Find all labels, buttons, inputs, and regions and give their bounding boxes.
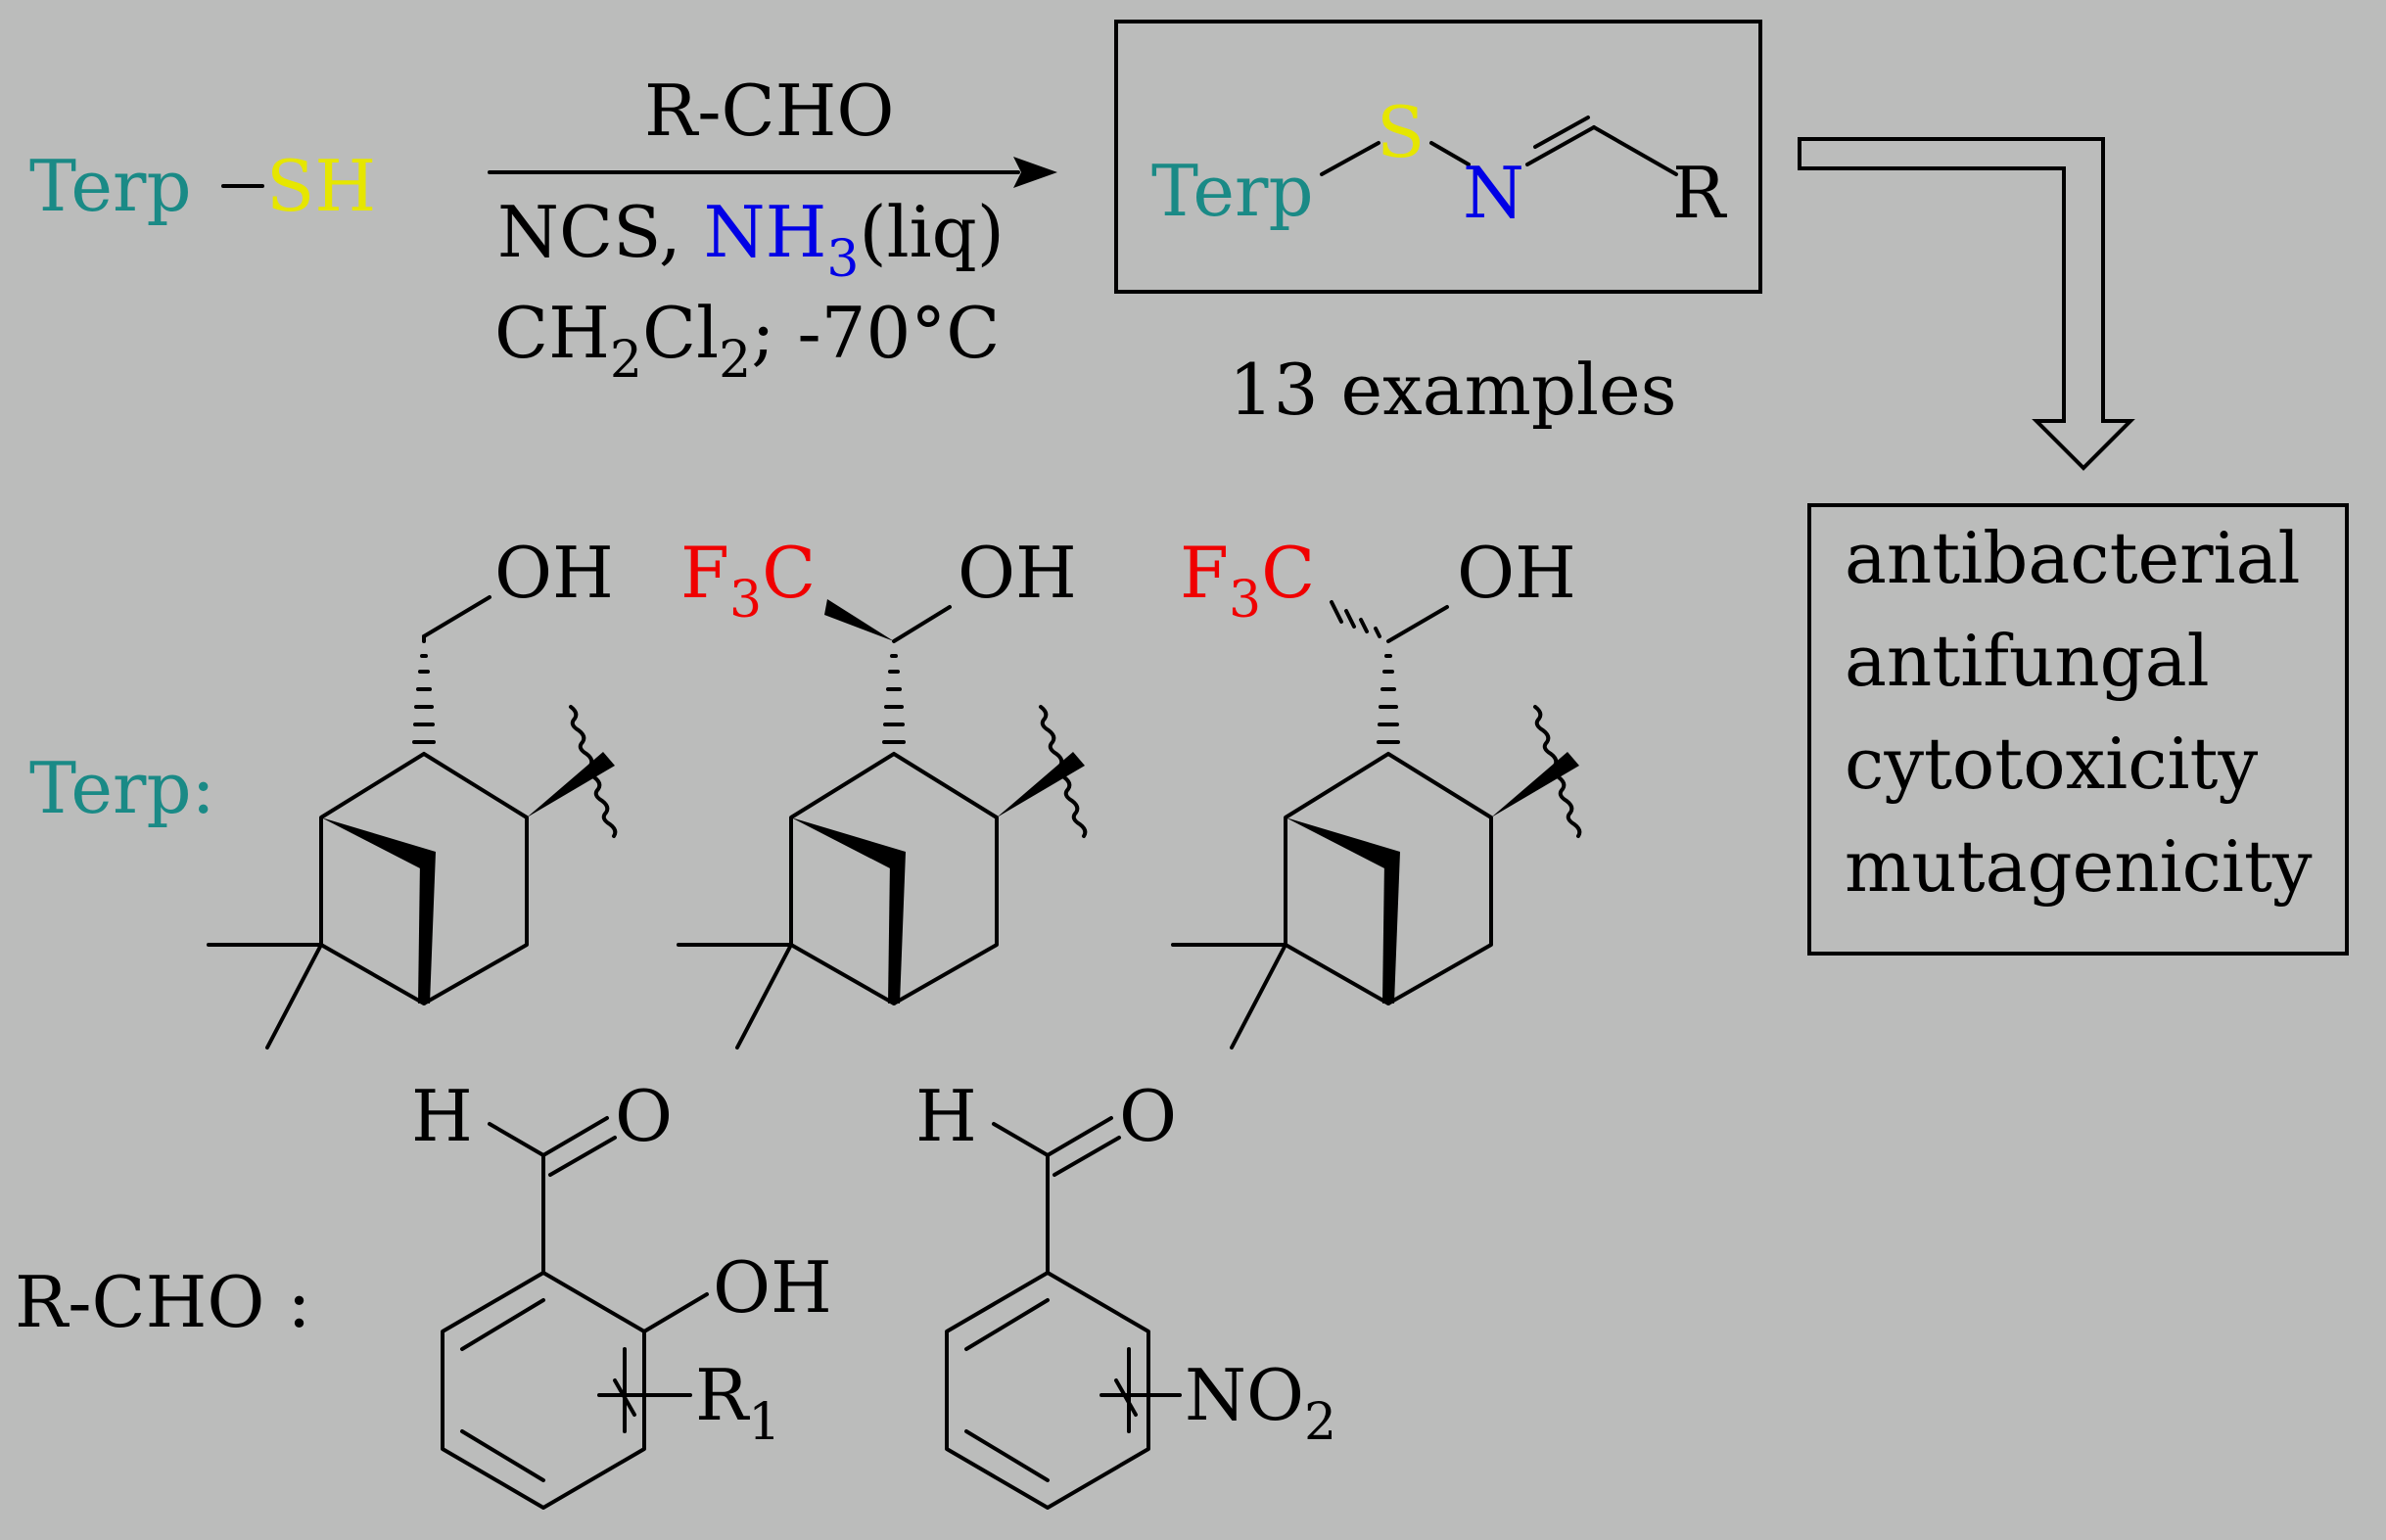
reactant-terp-label: Terp <box>29 145 192 227</box>
product-r-label: R <box>1672 152 1727 234</box>
aldehyde-1-o-label: O <box>615 1075 673 1157</box>
examples-count: 13 examples <box>1229 349 1677 431</box>
reagent-line-2: CH2Cl2; -70°C <box>494 292 1000 390</box>
rcho-section-label: R-CHO : <box>15 1261 311 1343</box>
reactant-terp-sh: Terp SH <box>29 145 376 227</box>
aldehyde-2-structure: H O NO2 <box>915 1075 1336 1510</box>
reagent-line-1: NCS, NH3(liq) <box>497 191 1005 289</box>
terp-1-oh-label: OH <box>494 532 614 614</box>
reagent-above-arrow: R-CHO <box>644 70 894 152</box>
aldehyde-2-h-label: H <box>915 1075 977 1157</box>
hollow-arrow-icon <box>1798 137 2135 471</box>
terp-3-oh-label: OH <box>1457 532 1576 614</box>
reactant-sh-label: SH <box>266 145 376 227</box>
aldehyde-1-h-label: H <box>411 1075 473 1157</box>
product-box: Terp S N R <box>1114 20 1762 294</box>
product-n-label: N <box>1463 152 1524 234</box>
aldehyde-1-oh-label: OH <box>713 1246 832 1329</box>
activity-item-mutagenicity: mutagenicity <box>1845 825 2313 908</box>
product-terp-label: Terp <box>1151 150 1314 232</box>
activity-item-antifungal: antifungal <box>1845 620 2210 702</box>
aldehyde-2-o-label: O <box>1119 1075 1177 1157</box>
terp-structure-1: OH <box>207 532 618 1050</box>
terp-2-oh-label: OH <box>958 532 1077 614</box>
aldehyde-1-r-label: R1 <box>695 1354 780 1452</box>
terp-2-f3c-label: F3C <box>680 532 816 630</box>
activity-item-cytotoxicity: cytotoxicity <box>1845 723 2258 805</box>
reaction-arrow: R-CHO NCS, NH3(liq) CH2Cl2; -70°C <box>488 70 1057 390</box>
activity-item-antibacterial: antibacterial <box>1845 517 2301 599</box>
arrow-head-icon <box>1013 157 1057 188</box>
terp-structure-3: F3C OH <box>1171 532 1582 1050</box>
aldehyde-2-no2-label: NO2 <box>1185 1354 1336 1452</box>
terp-structure-2: F3C OH <box>677 532 1088 1050</box>
terp-section-label: Terp: <box>29 747 215 829</box>
terp-3-f3c-label: F3C <box>1180 532 1315 630</box>
product-s-label: S <box>1377 91 1425 173</box>
activities-box: antibacterial antifungal cytotoxicity mu… <box>1807 503 2349 956</box>
aldehyde-1-structure: H O OH R1 <box>411 1075 832 1510</box>
